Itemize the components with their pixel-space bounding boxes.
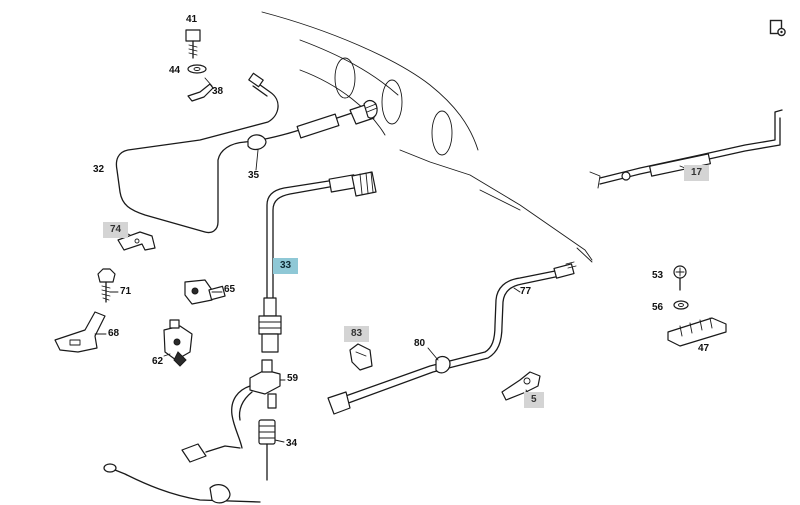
cable-33[interactable]: [258, 171, 377, 353]
bracket-5[interactable]: [501, 371, 541, 401]
copy-document-icon[interactable]: [769, 19, 787, 37]
callout-65[interactable]: 65: [224, 284, 236, 295]
washer-56[interactable]: [673, 300, 689, 310]
bracket-74[interactable]: [117, 231, 156, 251]
sensor-34[interactable]: [103, 419, 276, 504]
switch-59[interactable]: [181, 359, 281, 463]
linkage-17[interactable]: [589, 109, 783, 189]
callout-44[interactable]: 44: [169, 65, 181, 76]
callout-5[interactable]: 5: [524, 392, 544, 408]
screw-71[interactable]: [97, 268, 116, 303]
callout-47[interactable]: 47: [698, 343, 710, 354]
callout-32[interactable]: 32: [93, 164, 105, 175]
fitting-77[interactable]: [565, 261, 577, 269]
callout-71[interactable]: 71: [120, 286, 132, 297]
callout-35[interactable]: 35: [248, 170, 260, 181]
callout-83[interactable]: 83: [344, 326, 370, 342]
sensor-65[interactable]: [184, 279, 226, 305]
bracket-38[interactable]: [187, 77, 214, 102]
callout-68[interactable]: 68: [108, 328, 120, 339]
callout-53[interactable]: 53: [652, 270, 664, 281]
holder-47[interactable]: [667, 317, 727, 347]
sender-62[interactable]: [163, 319, 193, 367]
cable-35[interactable]: [244, 99, 378, 151]
clip-83[interactable]: [349, 343, 373, 371]
engine-outline: [261, 11, 593, 263]
bracket-68[interactable]: [54, 311, 106, 353]
callout-62[interactable]: 62: [152, 356, 164, 367]
leader-lines: [94, 149, 691, 443]
callout-80[interactable]: 80: [414, 338, 426, 349]
callout-17[interactable]: 17: [684, 165, 710, 181]
line-32[interactable]: [115, 72, 279, 234]
bolt-41[interactable]: [185, 29, 201, 59]
callout-33[interactable]: 33: [273, 258, 299, 274]
callout-77[interactable]: 77: [520, 286, 532, 297]
washer-44[interactable]: [187, 64, 207, 74]
callout-59[interactable]: 59: [287, 373, 299, 384]
callout-41[interactable]: 41: [186, 14, 198, 25]
callout-74[interactable]: 74: [103, 222, 129, 238]
callout-56[interactable]: 56: [652, 302, 664, 313]
screw-53[interactable]: [673, 265, 687, 291]
callout-34[interactable]: 34: [286, 438, 298, 449]
callout-38[interactable]: 38: [212, 86, 224, 97]
